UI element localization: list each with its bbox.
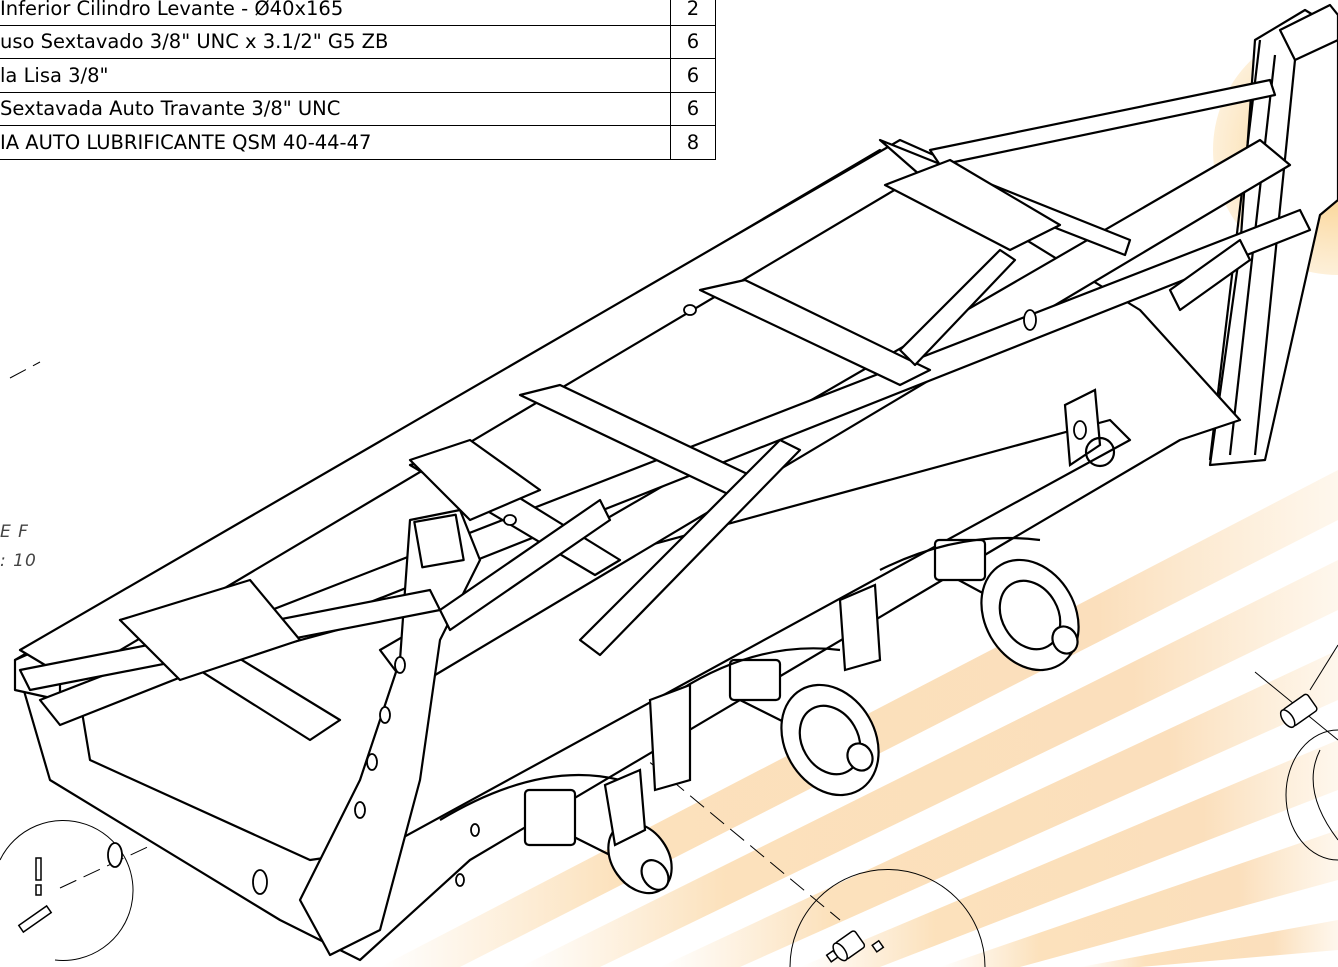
table-row: IA AUTO LUBRIFICANTE QSM 40-44-47 8 — [0, 125, 716, 160]
mounting-holes — [107, 304, 1087, 895]
item-description: Inferior Cilindro Levante - Ø40x165 — [0, 0, 671, 26]
detail-view-scale: : 10 — [0, 551, 37, 571]
item-description: IA AUTO LUBRIFICANTE QSM 40-44-47 — [0, 125, 671, 160]
bill-of-materials-table: Inferior Cilindro Levante - Ø40x165 2 us… — [0, 0, 716, 160]
table-row: Sextavada Auto Travante 3/8" UNC 6 — [0, 91, 716, 127]
detail-view-name: E F — [0, 522, 29, 542]
table-row: uso Sextavado 3/8" UNC x 3.1/2" G5 ZB 6 — [0, 24, 716, 60]
table-row: la Lisa 3/8" 6 — [0, 58, 716, 93]
item-description: la Lisa 3/8" — [0, 58, 671, 93]
item-quantity: 6 — [670, 91, 716, 127]
item-quantity: 6 — [670, 58, 716, 93]
item-quantity: 6 — [670, 24, 716, 60]
chassis-frame — [13, 3, 1338, 962]
item-quantity: 2 — [670, 0, 716, 26]
item-description: uso Sextavado 3/8" UNC x 3.1/2" G5 ZB — [0, 24, 671, 60]
detail-pin-parts — [17, 693, 1318, 963]
item-quantity: 8 — [670, 125, 716, 160]
item-description: Sextavada Auto Travante 3/8" UNC — [0, 91, 671, 127]
table-row: Inferior Cilindro Levante - Ø40x165 2 — [0, 0, 716, 26]
